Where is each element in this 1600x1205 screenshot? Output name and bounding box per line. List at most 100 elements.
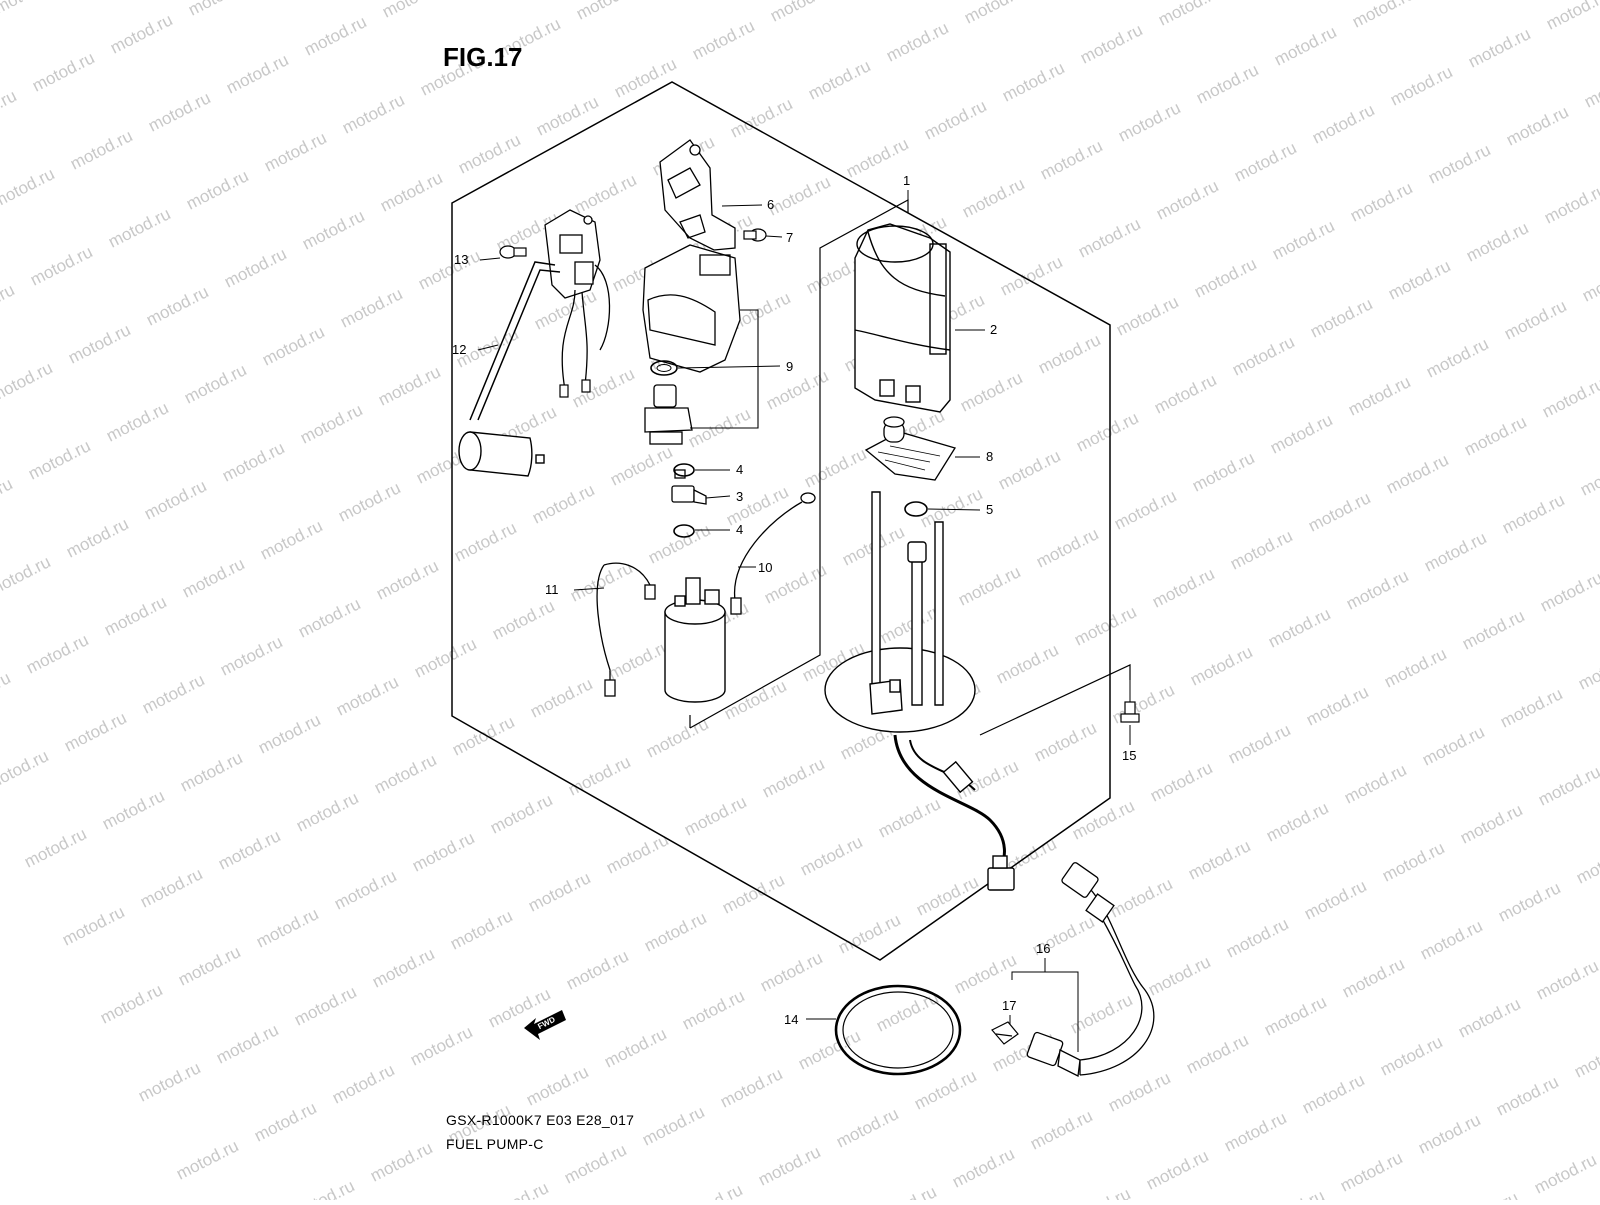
- watermark-text: motod.ru: [369, 944, 437, 991]
- watermark-text: motod.ru: [1501, 296, 1569, 343]
- watermark-text: motod.ru: [489, 596, 557, 643]
- watermark-text: motod.ru: [0, 474, 16, 521]
- watermark-text: motod.ru: [995, 446, 1063, 493]
- watermark-text: motod.ru: [261, 128, 329, 175]
- pressure-regulator: [644, 384, 693, 445]
- watermark-text: motod.ru: [563, 946, 631, 993]
- watermark-text: motod.ru: [721, 676, 789, 723]
- watermark-text: motod.ru: [569, 364, 637, 411]
- watermark-text: motod.ru: [251, 1098, 319, 1145]
- watermark-text: motod.ru: [1543, 0, 1600, 34]
- part-14-gasket-inner: [842, 991, 954, 1069]
- callout-10: 10: [758, 560, 772, 575]
- watermark-text: motod.ru: [183, 166, 251, 213]
- watermark-text: motod.ru: [215, 826, 283, 873]
- part-4-o-ring-top: [673, 463, 695, 477]
- watermark-text: motod.ru: [719, 870, 787, 917]
- callout-2: 2: [990, 322, 997, 337]
- watermark-text: motod.ru: [451, 518, 519, 565]
- part-9-o-ring: [650, 360, 678, 376]
- part-16-hose-fitting-bottom: [1026, 1031, 1081, 1077]
- watermark-text: motod.ru: [717, 1064, 785, 1111]
- figure-caption: FUEL PUMP-C: [446, 1136, 544, 1152]
- watermark-text: motod.ru: [1075, 214, 1143, 261]
- watermark-text: motod.ru: [1421, 528, 1489, 575]
- watermark-text: motod.ru: [67, 126, 135, 173]
- watermark-text: motod.ru: [1387, 62, 1455, 109]
- watermark-text: motod.ru: [177, 748, 245, 795]
- sender-unit-wires: [561, 264, 611, 391]
- callout-7: 7: [786, 230, 793, 245]
- watermark-text: motod.ru: [565, 752, 633, 799]
- watermark-text: motod.ru: [1299, 1070, 1367, 1117]
- watermark-text: motod.ru: [333, 672, 401, 719]
- watermark-text: motod.ru: [1539, 374, 1600, 421]
- watermark-text: motod.ru: [185, 0, 253, 20]
- watermark-text: motod.ru: [173, 1136, 241, 1183]
- part-14-gasket: [834, 984, 962, 1076]
- watermark-text: motod.ru: [1221, 1108, 1289, 1155]
- watermark-text: motod.ru: [0, 0, 60, 18]
- watermark-text: motod.ru: [1463, 218, 1531, 265]
- watermark-text: motod.ru: [1497, 684, 1565, 731]
- watermark-text: motod.ru: [483, 1178, 551, 1200]
- watermark-text: motod.ru: [415, 246, 483, 293]
- watermark-text: motod.ru: [801, 444, 869, 491]
- watermark-text: motod.ru: [1347, 178, 1415, 225]
- watermark-text: motod.ru: [1385, 256, 1453, 303]
- watermark-text: motod.ru: [297, 400, 365, 447]
- watermark-text: motod.ru: [1027, 1106, 1095, 1153]
- watermark-text: motod.ru: [1537, 568, 1600, 615]
- watermark-text: motod.ru: [1261, 992, 1329, 1039]
- watermark-text: motod.ru: [1461, 412, 1529, 459]
- watermark-text: motod.ru: [843, 134, 911, 181]
- watermark-text: motod.ru: [179, 554, 247, 601]
- watermark-text: motod.ru: [1189, 448, 1257, 495]
- watermark-text: motod.ru: [107, 10, 175, 57]
- part-9-o-ring-inner: [656, 364, 672, 372]
- watermark-text: motod.ru: [0, 668, 14, 715]
- callout-9: 9: [786, 359, 793, 374]
- watermark-text: motod.ru: [1227, 526, 1295, 573]
- watermark-text: motod.ru: [1225, 720, 1293, 767]
- watermark-text: motod.ru: [689, 16, 757, 63]
- watermark-text: motod.ru: [213, 1020, 281, 1067]
- watermark-text: motod.ru: [337, 284, 405, 331]
- watermark-text: motod.ru: [103, 398, 171, 445]
- callout-4-top: 4: [736, 462, 743, 477]
- watermark-text: motod.ru: [1339, 954, 1407, 1001]
- watermark-text: motod.ru: [951, 950, 1019, 997]
- watermark-text: motod.ru: [105, 204, 173, 251]
- watermark-text: motod.ru: [0, 358, 56, 405]
- watermark-text: motod.ru: [1113, 292, 1181, 339]
- watermark-text: motod.ru: [0, 86, 20, 133]
- fwd-arrow-icon: FWD: [524, 1010, 566, 1040]
- watermark-text: motod.ru: [993, 640, 1061, 687]
- watermark-text: motod.ru: [1305, 488, 1373, 535]
- watermark-text: motod.ru: [1191, 254, 1259, 301]
- watermark-text: motod.ru: [639, 1102, 707, 1149]
- watermark-text: motod.ru: [139, 670, 207, 717]
- watermark-text: motod.ru: [135, 1058, 203, 1105]
- watermark-text: motod.ru: [561, 1140, 629, 1187]
- watermark-text: motod.ru: [1459, 606, 1527, 653]
- part-10-wire: [730, 492, 816, 615]
- watermark-text: motod.ru: [291, 982, 359, 1029]
- watermark-text: motod.ru: [1453, 1188, 1521, 1200]
- watermark-text: motod.ru: [375, 362, 443, 409]
- watermark-text: motod.ru: [23, 630, 91, 677]
- wire-terminal: [581, 379, 591, 393]
- watermark-text: motod.ru: [763, 366, 831, 413]
- leader-lines: [477, 190, 1131, 1052]
- watermark-text: motod.ru: [957, 368, 1025, 415]
- watermark-text: motod.ru: [1143, 1146, 1211, 1193]
- watermark-text: motod.ru: [805, 56, 873, 103]
- part-1-base-assembly: [824, 491, 1015, 891]
- watermark-text: motod.ru: [1303, 682, 1371, 729]
- watermark-text: motod.ru: [1263, 798, 1331, 845]
- watermark-text: motod.ru: [1107, 874, 1175, 921]
- watermark-text: motod.ru: [949, 1144, 1017, 1191]
- watermark-text: motod.ru: [259, 322, 327, 369]
- watermark-text: motod.ru: [0, 280, 18, 327]
- watermark-text: motod.ru: [1111, 486, 1179, 533]
